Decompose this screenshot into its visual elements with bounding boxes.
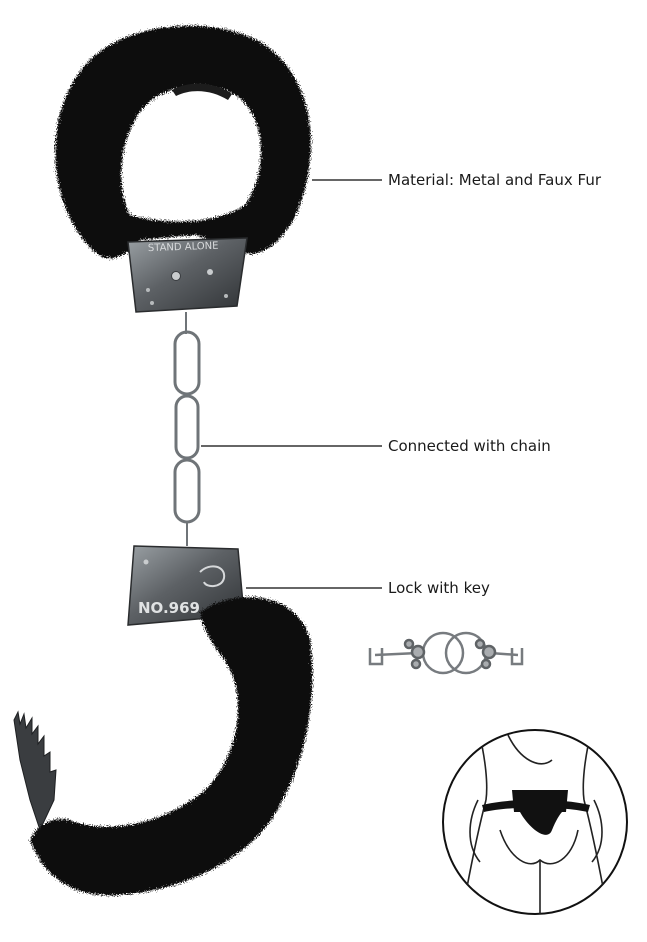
usage-illustration-icon: [442, 729, 628, 915]
fur-cuff-top-icon: [55, 25, 311, 259]
material-label: Material: Metal and Faux Fur: [388, 171, 602, 189]
keys-icon: [368, 631, 524, 675]
chain-icon: [173, 312, 201, 546]
callout-lines: [201, 179, 382, 589]
fur-cuff-bottom-icon: [13, 597, 313, 896]
lock-label: Lock with key: [388, 579, 490, 597]
top-cuff-lock-icon: STAND ALONE: [127, 237, 248, 313]
top-cuff-engraving: STAND ALONE: [148, 241, 219, 254]
chain-label: Connected with chain: [388, 437, 551, 455]
bottom-cuff-engraving: NO.969: [138, 599, 200, 617]
